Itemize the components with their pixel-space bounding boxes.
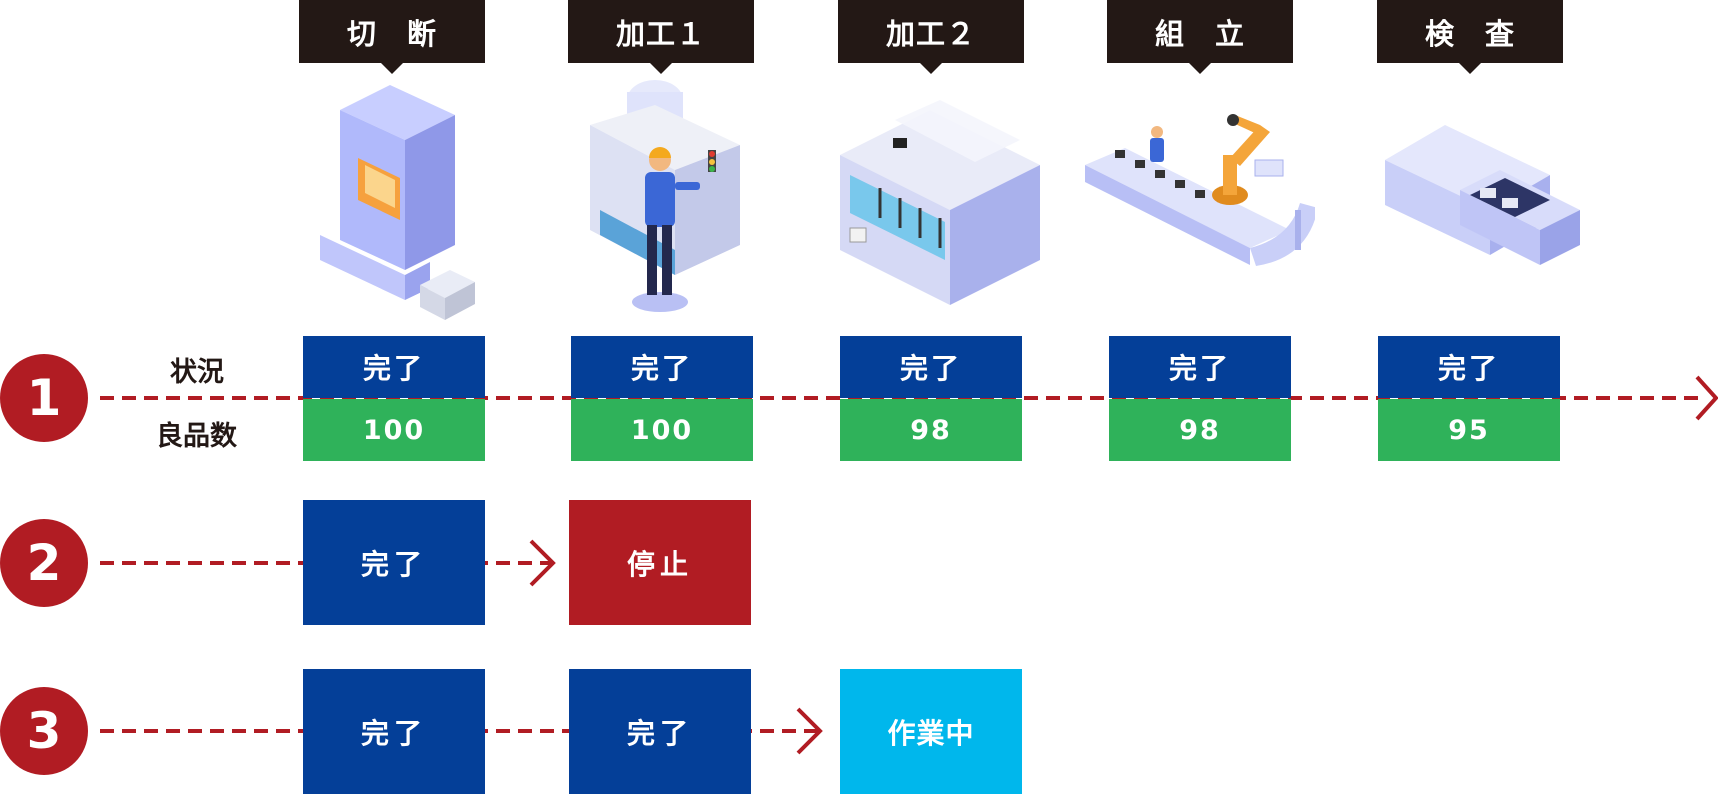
stage-label-process-1: 加工１ xyxy=(568,0,754,74)
good-count-assembly: 98 xyxy=(1109,399,1291,461)
status-cutting: 完了 xyxy=(303,336,485,398)
good-count-process-2: 98 xyxy=(840,399,1022,461)
good-count-cutting: 100 xyxy=(303,399,485,461)
row-number-3: 3 xyxy=(0,687,88,775)
status-process-2: 完了 xyxy=(840,336,1022,398)
row1-arrowhead xyxy=(1695,375,1718,421)
row3-status-process-1: 完了 xyxy=(569,669,751,794)
status-process-1: 完了 xyxy=(571,336,753,398)
row2-arrowhead xyxy=(529,539,556,587)
cutting-press-icon xyxy=(320,85,475,320)
good-count-process-1: 100 xyxy=(571,399,753,461)
stage-label-assembly: 組 立 xyxy=(1107,0,1293,74)
row-number-2: 2 xyxy=(0,519,88,607)
status-row-label: 状況 xyxy=(170,357,224,388)
row3-status-cutting: 完了 xyxy=(303,669,485,794)
processing-tank-icon xyxy=(840,100,1040,305)
good-count-inspection: 95 xyxy=(1378,399,1560,461)
status-inspection: 完了 xyxy=(1378,336,1560,398)
stage-label-cutting: 切 断 xyxy=(299,0,485,74)
row2-status-process-1: 停止 xyxy=(569,500,751,625)
status-assembly: 完了 xyxy=(1109,336,1291,398)
assembly-robot-icon xyxy=(1085,114,1315,266)
good-count-row-label: 良品数 xyxy=(156,421,237,452)
operator-machine-icon xyxy=(590,80,740,312)
row3-arrowhead xyxy=(796,707,823,755)
row3-status-process-2: 作業中 xyxy=(840,669,1022,794)
stage-label-inspection: 検 査 xyxy=(1377,0,1563,74)
stage-label-process-2: 加工２ xyxy=(838,0,1024,74)
row2-status-cutting: 完了 xyxy=(303,500,485,625)
inspection-machine-icon xyxy=(1385,125,1580,265)
row-number-1: 1 xyxy=(0,354,88,442)
